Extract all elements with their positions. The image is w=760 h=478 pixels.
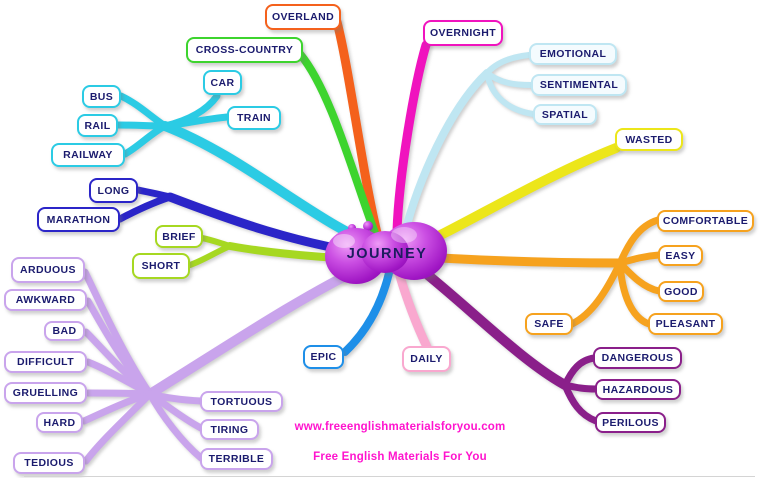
- blob-highlight-left: [333, 234, 355, 248]
- branch-epic-path: [341, 269, 393, 356]
- center-node-blob[interactable]: [325, 221, 447, 284]
- node-good[interactable]: GOOD: [658, 281, 704, 302]
- branch-difficulty-terrible: [146, 390, 205, 462]
- branch-overland-path: [332, 17, 382, 238]
- branch-cross-country-path: [296, 50, 382, 245]
- node-tedious[interactable]: TEDIOUS: [13, 452, 85, 474]
- branch-transport-train: [161, 113, 231, 130]
- node-cross-country[interactable]: CROSS-COUNTRY: [186, 37, 303, 63]
- blob-highlight-right: [391, 227, 417, 243]
- node-hazardous[interactable]: HAZARDOUS: [595, 379, 681, 400]
- node-sentimental[interactable]: SENTIMENTAL: [531, 74, 627, 96]
- branch-difficulty-tedious: [82, 390, 154, 465]
- node-dangerous[interactable]: DANGEROUS: [593, 347, 682, 369]
- node-tortuous[interactable]: TORTUOUS: [200, 391, 283, 412]
- branch-transport-rail: [114, 121, 169, 130]
- node-long[interactable]: LONG: [89, 178, 138, 203]
- node-easy[interactable]: EASY: [658, 245, 703, 266]
- blob-dot-large: [363, 221, 373, 231]
- node-bus[interactable]: BUS: [82, 85, 121, 108]
- node-railway[interactable]: RAILWAY: [51, 143, 125, 167]
- branch-daily-path: [394, 268, 432, 352]
- node-comfortable[interactable]: COMFORTABLE: [657, 210, 754, 232]
- node-rail[interactable]: RAIL: [77, 114, 118, 137]
- node-overnight[interactable]: OVERNIGHT: [423, 20, 503, 46]
- node-bad[interactable]: BAD: [44, 321, 85, 341]
- node-train[interactable]: TRAIN: [227, 106, 281, 130]
- branch-brevity-short: [187, 243, 233, 268]
- branch-transport-bus: [117, 92, 169, 130]
- node-terrible[interactable]: TERRIBLE: [200, 448, 273, 470]
- node-pleasant[interactable]: PLEASANT: [648, 313, 723, 335]
- branch-dimension-emotional: [484, 52, 532, 76]
- node-arduous[interactable]: ARDUOUS: [11, 257, 85, 283]
- branch-transport-railway: [121, 122, 169, 158]
- center-node-label[interactable]: JOURNEY: [346, 246, 428, 262]
- branch-positive-safe: [568, 259, 624, 328]
- node-brief[interactable]: BRIEF: [155, 225, 203, 248]
- bottom-edge-divider: [24, 476, 755, 477]
- branch-dimension-trunk: [400, 69, 491, 240]
- node-hard[interactable]: HARD: [36, 412, 83, 433]
- node-emotional[interactable]: EMOTIONAL: [529, 43, 617, 65]
- node-tiring[interactable]: TIRING: [200, 419, 259, 440]
- branch-danger-dangerous: [561, 354, 598, 389]
- branch-positive-comfortable: [616, 216, 662, 267]
- node-difficult[interactable]: DIFFICULT: [4, 351, 87, 373]
- node-awkward[interactable]: AWKWARD: [4, 289, 87, 311]
- branch-dimension-spatial: [484, 70, 536, 117]
- node-spatial[interactable]: SPATIAL: [533, 104, 597, 125]
- branch-difficulty-trunk: [145, 262, 369, 399]
- node-epic[interactable]: EPIC: [303, 345, 344, 369]
- website-link[interactable]: www.freeenglishmaterialsforyou.com: [294, 421, 506, 433]
- node-wasted[interactable]: WASTED: [615, 128, 683, 151]
- branch-positive-pleasant: [616, 259, 653, 328]
- node-short[interactable]: SHORT: [132, 253, 190, 279]
- branch-positive-trunk: [435, 253, 625, 268]
- node-daily[interactable]: DAILY: [402, 346, 451, 372]
- branch-dimension-sentimental: [484, 70, 534, 88]
- branch-wasted-path: [406, 143, 621, 254]
- node-safe[interactable]: SAFE: [525, 313, 573, 335]
- node-car[interactable]: CAR: [203, 70, 242, 95]
- branch-length-marathon: [116, 193, 174, 223]
- branch-danger-perilous: [561, 381, 600, 425]
- node-gruelling[interactable]: GRUELLING: [4, 382, 87, 404]
- branch-overnight-path: [392, 40, 431, 236]
- node-perilous[interactable]: PERILOUS: [595, 412, 666, 433]
- node-marathon[interactable]: MARATHON: [37, 207, 120, 232]
- node-overland[interactable]: OVERLAND: [265, 4, 341, 30]
- credit-text: Free English Materials For You: [313, 451, 487, 463]
- branch-danger-trunk: [413, 262, 570, 390]
- blob-bridge: [361, 231, 409, 273]
